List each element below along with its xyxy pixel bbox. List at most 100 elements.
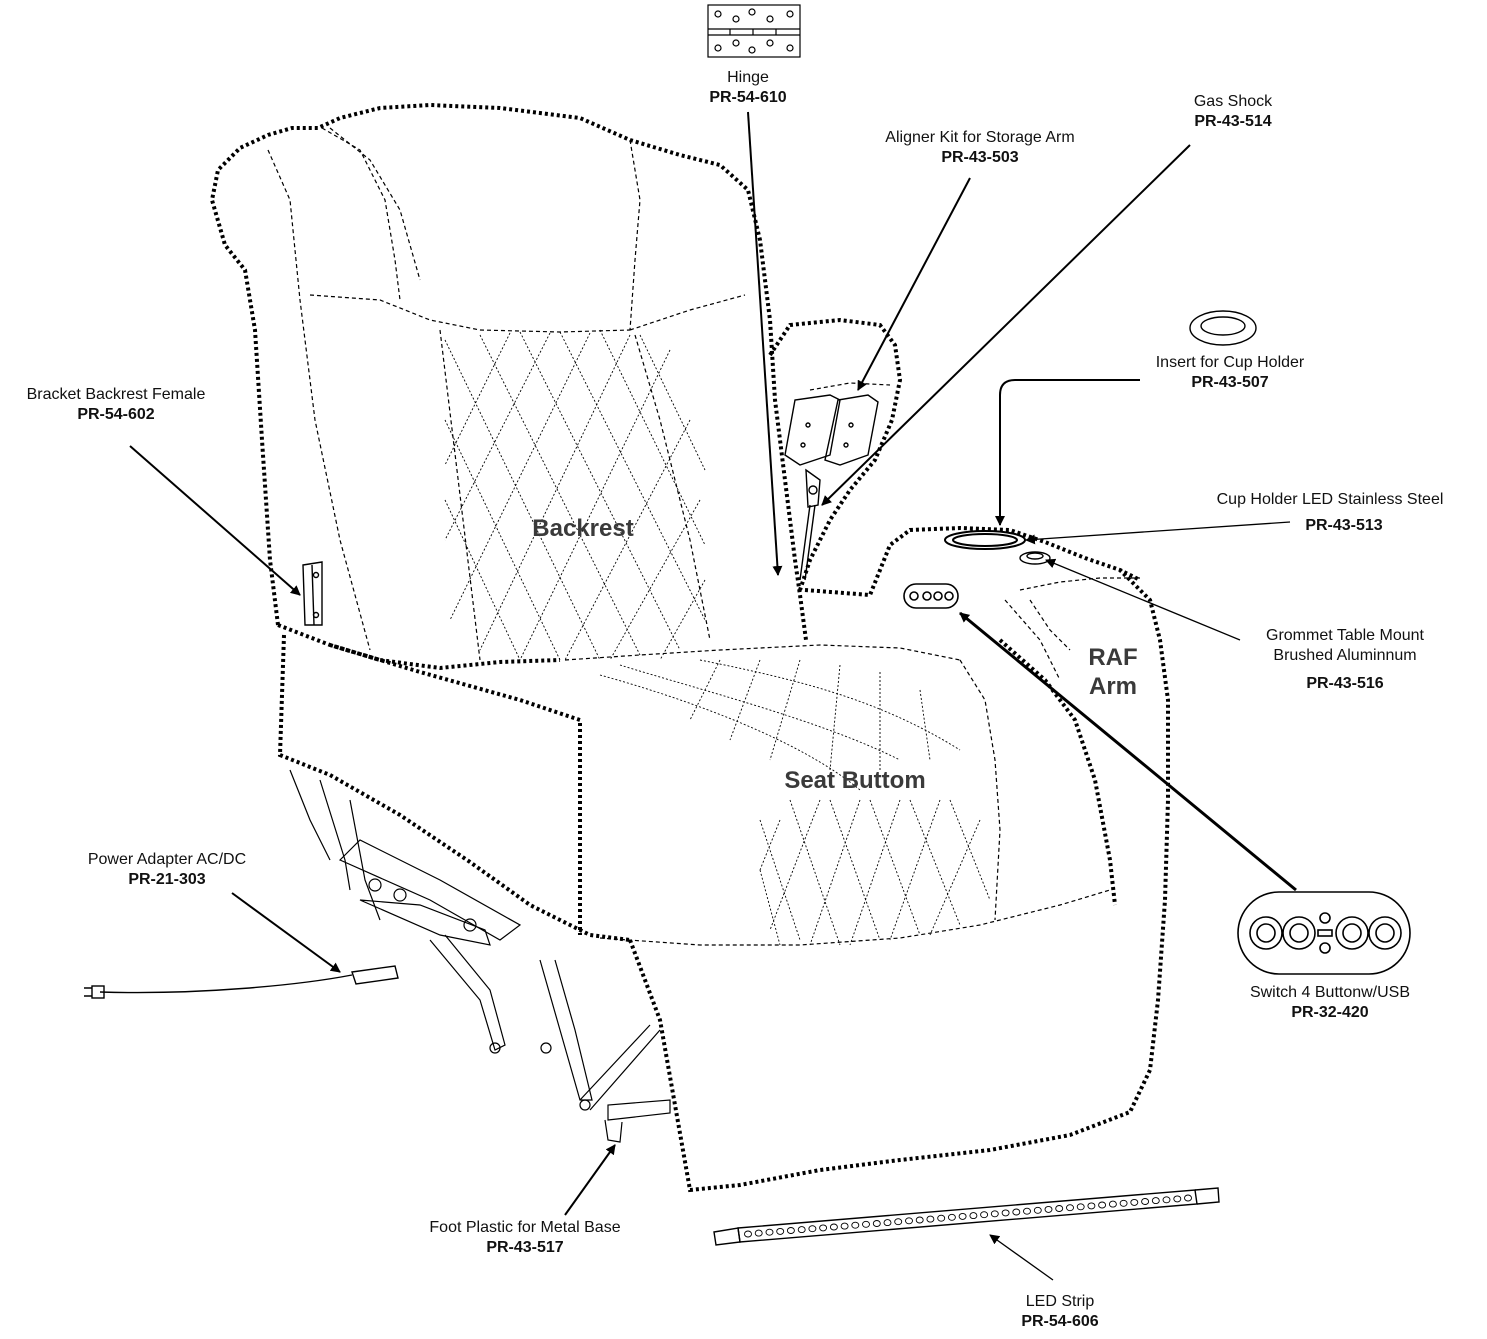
callout-hinge: Hinge PR-54-610 [688,68,808,108]
led-dot [883,1219,892,1227]
led-dot [990,1210,999,1218]
part-name: Aligner Kit for Storage Arm [885,129,1075,146]
part-code: PR-43-503 [941,149,1019,166]
part-name-line1: Grommet Table Mount [1266,627,1424,644]
part-code: PR-43-507 [1191,374,1269,391]
part-code: PR-43-517 [486,1239,564,1256]
led-dot [1066,1204,1074,1212]
led-dot [958,1212,967,1220]
leader-foot [564,1144,616,1216]
part-name: Switch 4 Buttonw/USB [1249,984,1411,1001]
leader-cup-insert [995,379,1140,526]
part-name: Insert for Cup Holder [1155,354,1305,371]
led-dot [1055,1205,1064,1212]
led-strip-dots [744,1194,1192,1238]
part-code: PR-43-513 [1305,517,1383,534]
leader-hinge [747,111,783,576]
part-code: PR-54-606 [1021,1313,1099,1330]
led-dot [1108,1200,1117,1208]
backrest-bottom-outline [277,623,561,671]
callout-grommet: Grommet Table Mount Brushed Aluminnum PR… [1235,626,1455,694]
led-dot [1162,1196,1171,1204]
aligner-kit-sketch [784,394,879,466]
part-code: PR-21-303 [128,871,206,888]
led-dot [819,1224,828,1232]
led-dot [808,1225,817,1233]
callout-gas-shock: Gas Shock PR-43-514 [1158,92,1308,132]
leader-gas-shock [821,144,1191,506]
led-dot [894,1218,903,1226]
led-dot [969,1212,978,1220]
backrest-outline [209,102,808,641]
gas-shock-sketch [799,468,821,581]
region-raf-arm-line2: Arm [1088,673,1137,700]
part-name: LED Strip [1025,1293,1095,1310]
led-dot [840,1222,849,1230]
leader-switch [959,611,1297,892]
led-dot [1141,1198,1150,1205]
callout-aligner-kit: Aligner Kit for Storage Arm PR-43-503 [855,128,1105,168]
callout-bracket-backrest: Bracket Backrest Female PR-54-602 [0,385,232,425]
part-code: PR-43-514 [1194,113,1272,130]
raf-arm-outline [804,525,1141,598]
callout-cup-insert: Insert for Cup Holder PR-43-507 [1130,353,1330,393]
part-code: PR-32-420 [1291,1004,1369,1021]
power-adapter-sketch [84,965,399,999]
part-name: Foot Plastic for Metal Base [429,1219,621,1236]
led-dot [1076,1203,1085,1211]
storage-arm-outline [768,317,903,591]
led-dot [980,1211,989,1219]
led-dot [1087,1202,1096,1210]
led-dot [851,1221,860,1229]
callout-power-adapter: Power Adapter AC/DC PR-21-303 [62,850,272,890]
led-dot [744,1230,752,1238]
seat-quilt-pattern [599,659,991,946]
led-dot [1044,1205,1053,1213]
led-dot [754,1229,763,1237]
callout-switch: Switch 4 Buttonw/USB PR-32-420 [1225,983,1435,1023]
leader-grommet [1045,558,1241,641]
leader-aligner [857,177,971,391]
led-dot [797,1226,806,1234]
led-dot [947,1213,956,1221]
part-name: Cup Holder LED Stainless Steel [1216,491,1444,508]
part-code: PR-43-516 [1306,675,1384,692]
region-raf-arm: RAF Arm [1078,643,1148,701]
led-dot [1184,1194,1192,1202]
led-dot [937,1214,946,1222]
part-code: PR-54-602 [77,406,155,423]
led-dot [1151,1197,1160,1205]
led-dot [829,1223,838,1231]
cup-holder-ring [944,530,1026,550]
led-dot [786,1227,795,1234]
led-dot [1130,1198,1139,1206]
led-dot [905,1217,913,1225]
led-dot [915,1216,924,1224]
led-dot [926,1215,935,1223]
part-name: Gas Shock [1193,93,1273,110]
led-dot [1119,1199,1128,1207]
led-dot [1173,1195,1182,1203]
part-name: Power Adapter AC/DC [87,851,247,868]
leader-led-strip [989,1234,1054,1281]
part-name-line2: Brushed Aluminnum [1273,647,1417,664]
led-dot [1001,1209,1010,1217]
backrest-quilt-pattern [444,329,706,661]
region-raf-arm-line1: RAF [1088,644,1138,671]
led-dot [1012,1208,1021,1216]
led-dot [1098,1201,1107,1209]
part-code: PR-54-610 [709,89,787,106]
seat-left-panel-outline [277,634,631,942]
switch-sketch [1237,891,1411,975]
callout-foot-plastic: Foot Plastic for Metal Base PR-43-517 [400,1218,650,1258]
part-name: Hinge [727,69,769,86]
small-switch-sketch [903,583,959,609]
led-dot [1033,1206,1042,1214]
bracket-sketch [302,561,323,626]
led-dot [1023,1207,1031,1215]
metal-base-mechanism [289,769,671,1143]
leader-bracket [129,445,301,596]
part-name: Bracket Backrest Female [26,386,206,403]
grommet-sketch [1019,551,1051,565]
